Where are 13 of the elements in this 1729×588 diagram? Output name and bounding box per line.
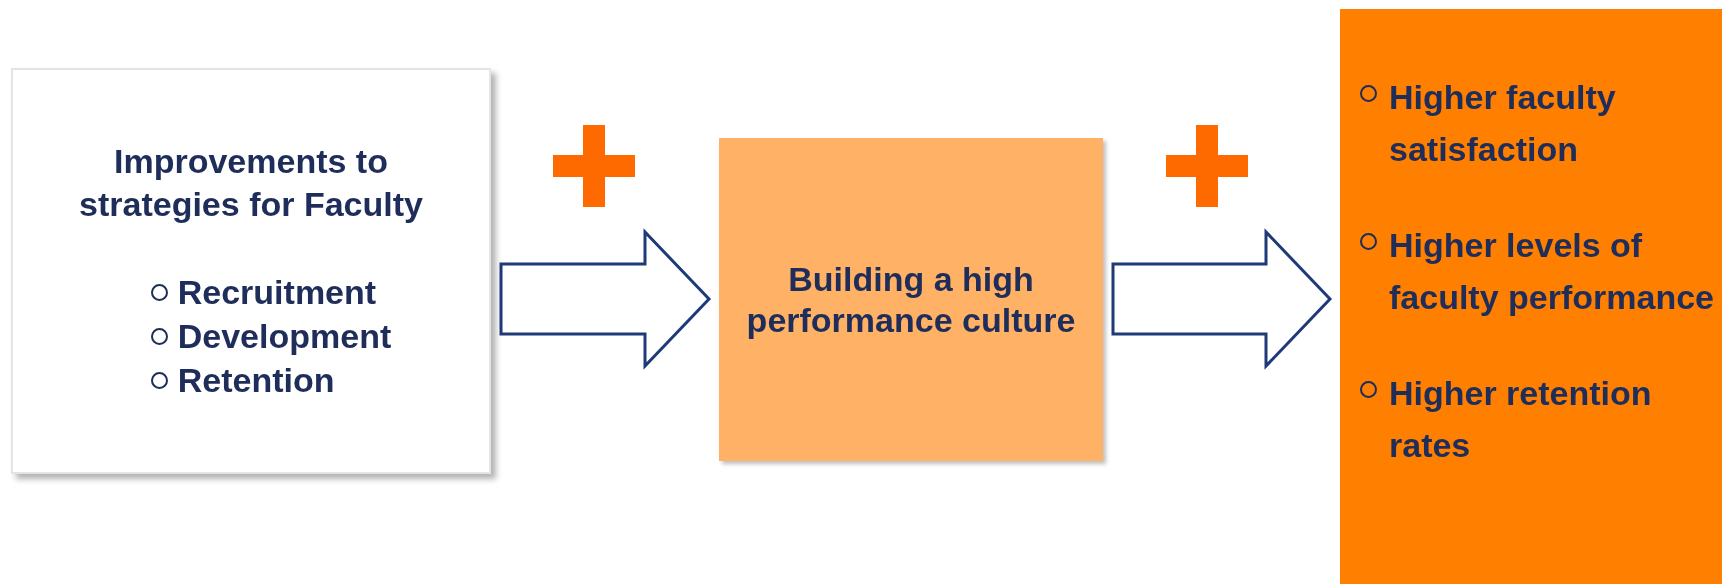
process-box — [719, 138, 1103, 461]
list-item: Higher levels of faculty performance — [1389, 225, 1714, 318]
block-arrow — [1111, 228, 1333, 370]
node-heading: Improvements to strategies for Faculty — [78, 141, 424, 225]
list-item: Development — [177, 316, 392, 357]
input-box — [11, 68, 491, 474]
node-text: Building a high performance culture — [745, 258, 1077, 341]
outcome-box — [1340, 9, 1722, 584]
list-item: Higher faculty satisfaction — [1389, 77, 1617, 170]
block-arrow — [499, 228, 712, 370]
list-item: Higher retention rates — [1389, 373, 1653, 466]
list-item: Recruitment — [177, 272, 377, 313]
list-item: Retention — [177, 360, 335, 401]
